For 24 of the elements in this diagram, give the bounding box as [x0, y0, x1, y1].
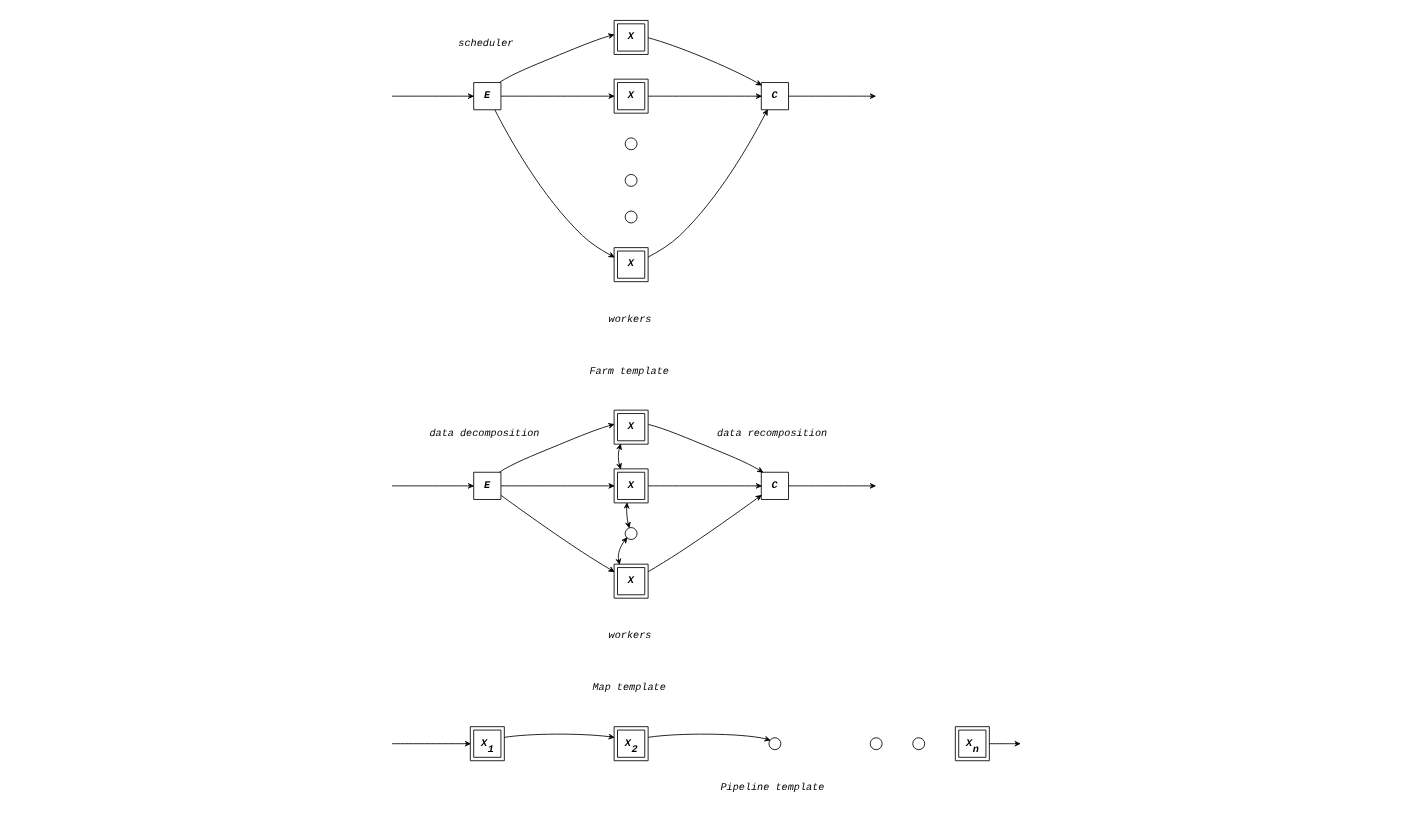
arrow — [499, 93, 614, 99]
arrow — [646, 733, 770, 742]
arrow — [499, 494, 614, 573]
arrow — [646, 494, 761, 573]
arrow — [615, 443, 621, 470]
node-circle — [623, 527, 637, 540]
arrow — [647, 424, 763, 473]
arrow — [646, 109, 767, 258]
node-circle — [623, 137, 637, 151]
arrow — [646, 93, 761, 99]
node-circle — [767, 737, 781, 751]
arrow — [646, 37, 761, 86]
arrow — [499, 483, 614, 489]
node-circle — [623, 174, 637, 187]
arrow — [646, 483, 761, 489]
arrow — [493, 109, 614, 258]
arrow — [622, 502, 630, 528]
node-circle — [623, 210, 637, 224]
node-circle — [868, 737, 882, 751]
arrow — [614, 537, 627, 565]
node-circle — [911, 737, 925, 751]
arrow — [498, 33, 614, 83]
arrow — [498, 423, 614, 473]
arrow — [503, 733, 614, 740]
